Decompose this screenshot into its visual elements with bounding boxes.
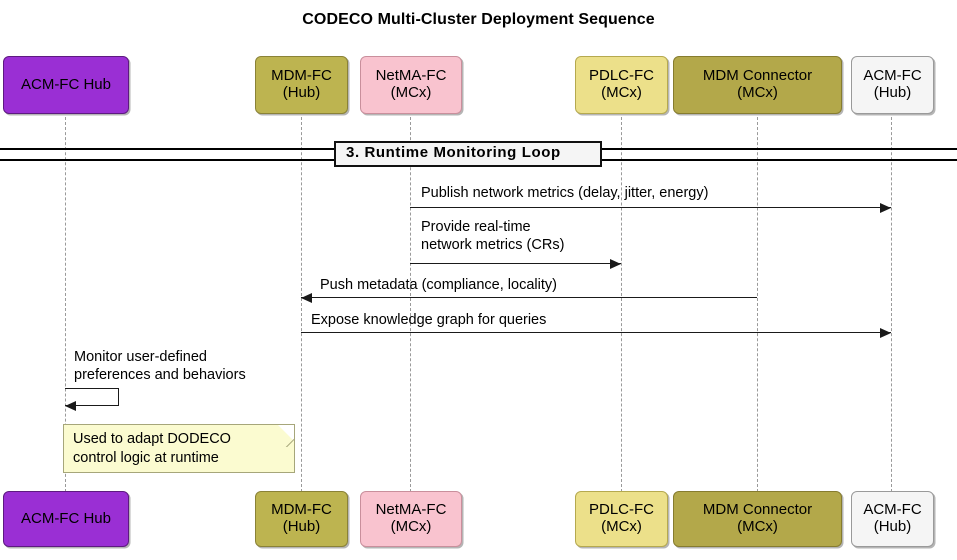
participant-pdlc-fc-top[interactable]: PDLC-FC(MCx) <box>575 56 668 114</box>
participant-acm-hub-left-top[interactable]: ACM-FC Hub <box>3 56 129 114</box>
self-message-loop-monitor-user-preferences <box>65 388 119 406</box>
participant-label-primary: ACM-FC <box>863 67 922 85</box>
self-message-arrowhead-monitor-user-preferences <box>65 401 76 411</box>
lifeline-pdlc-fc <box>621 117 622 492</box>
message-label-push-metadata: Push metadata (compliance, locality) <box>320 277 557 293</box>
participant-mdm-connector-bottom[interactable]: MDM Connector(MCx) <box>673 491 842 547</box>
participant-label-primary: ACM-FC Hub <box>20 75 111 93</box>
message-label-expose-knowledge-graph: Expose knowledge graph for queries <box>311 312 547 328</box>
message-arrowhead-push-metadata <box>301 293 312 303</box>
participant-label-secondary: (Hub) <box>282 84 321 101</box>
lifeline-netma-fc <box>410 117 411 492</box>
note-dodeco-note: Used to adapt DODECO control logic at ru… <box>63 424 295 473</box>
participant-label-primary: PDLC-FC <box>588 67 654 85</box>
participant-label-primary: MDM-FC <box>271 501 332 519</box>
message-line-provide-realtime-metrics <box>410 263 621 264</box>
participant-acm-hub-right-top[interactable]: ACM-FC(Hub) <box>851 56 934 114</box>
participant-label-primary: ACM-FC Hub <box>20 509 111 527</box>
message-line-push-metadata <box>301 297 757 298</box>
participant-mdm-connector-top[interactable]: MDM Connector(MCx) <box>673 56 842 114</box>
participant-label-secondary: (MCx) <box>601 84 642 101</box>
participant-label-primary: PDLC-FC <box>588 501 654 519</box>
participant-mdm-fc-top[interactable]: MDM-FC(Hub) <box>255 56 348 114</box>
participant-netma-fc-top[interactable]: NetMA-FC(MCx) <box>360 56 462 114</box>
page-title: CODECO Multi-Cluster Deployment Sequence <box>302 11 655 28</box>
participant-label-secondary: (MCx) <box>601 518 642 535</box>
participant-label-secondary: (Hub) <box>873 84 912 101</box>
message-arrowhead-publish-network-metrics <box>880 203 891 213</box>
participant-pdlc-fc-bottom[interactable]: PDLC-FC(MCx) <box>575 491 668 547</box>
message-line-publish-network-metrics <box>410 207 891 208</box>
participant-label-primary: NetMA-FC <box>375 67 447 85</box>
lifeline-acm-hub-left <box>65 117 66 492</box>
participant-label-secondary: (MCx) <box>737 84 778 101</box>
participant-acm-hub-left-bottom[interactable]: ACM-FC Hub <box>3 491 129 547</box>
participant-label-secondary: (Hub) <box>282 518 321 535</box>
lifeline-acm-hub-right <box>891 117 892 492</box>
participant-mdm-fc-bottom[interactable]: MDM-FC(Hub) <box>255 491 348 547</box>
participant-label-primary: ACM-FC <box>863 501 922 519</box>
participant-label-secondary: (MCx) <box>390 518 432 535</box>
lifeline-mdm-connector <box>757 117 758 492</box>
participant-label-secondary: (MCx) <box>737 518 778 535</box>
participant-netma-fc-bottom[interactable]: NetMA-FC(MCx) <box>360 491 462 547</box>
note-fold-corner-icon <box>278 425 294 441</box>
participant-label-primary: MDM-FC <box>271 67 332 85</box>
participant-label-secondary: (Hub) <box>873 518 912 535</box>
lifeline-mdm-fc <box>301 117 302 492</box>
message-arrowhead-expose-knowledge-graph <box>880 328 891 338</box>
message-label-provide-realtime-metrics: Provide real-time network metrics (CRs) <box>421 219 565 253</box>
participant-label-secondary: (MCx) <box>390 84 432 101</box>
fragment-label: 3. Runtime Monitoring Loop <box>334 141 602 167</box>
message-line-expose-knowledge-graph <box>301 332 891 333</box>
participant-acm-hub-right-bottom[interactable]: ACM-FC(Hub) <box>851 491 934 547</box>
participant-label-primary: NetMA-FC <box>375 501 447 519</box>
message-arrowhead-provide-realtime-metrics <box>610 259 621 269</box>
participant-label-primary: MDM Connector <box>702 501 813 519</box>
message-label-publish-network-metrics: Publish network metrics (delay, jitter, … <box>421 185 709 201</box>
participant-label-primary: MDM Connector <box>702 67 813 85</box>
self-message-label-monitor-user-preferences: Monitor user-defined preferences and beh… <box>74 349 246 383</box>
